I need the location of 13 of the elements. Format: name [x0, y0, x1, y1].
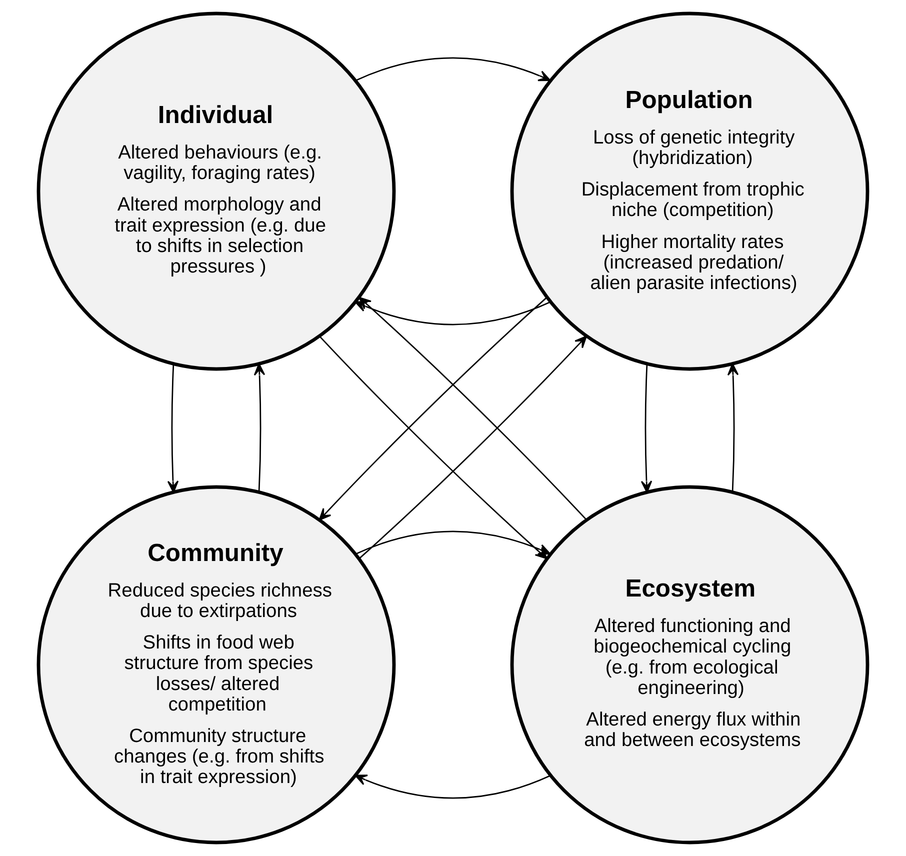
node-circle: Individual Altered behaviours (e.g. vagility, foraging rates) Altered morphology and trait expression (e.g. due to shifts in selection pressures )	[36, 12, 396, 371]
node-circle: Population Loss of genetic integrity (hybridization) Displacement from trophic niche (competition) Higher mortality rates (increased predation/ alien parasite infections)	[510, 12, 870, 371]
arrow	[640, 364, 652, 493]
arrow	[354, 774, 550, 799]
node-circle: Ecosystem Altered functioning and biogeochemical cycling (e.g. from ecological engineering) Altered energy flux within and between ecosystems	[510, 485, 870, 844]
node-circle: Community Reduced species richness due to extirpations Shifts in food web structure from species losses/ altered competition Community structure changes (e.g. from shifts in trait expression)	[36, 485, 396, 844]
arrow	[167, 364, 179, 493]
arrow	[355, 530, 551, 555]
arrow	[727, 363, 739, 492]
arrow	[358, 296, 587, 520]
arrow	[318, 297, 547, 521]
arrow	[355, 57, 551, 82]
arrow	[254, 363, 266, 492]
